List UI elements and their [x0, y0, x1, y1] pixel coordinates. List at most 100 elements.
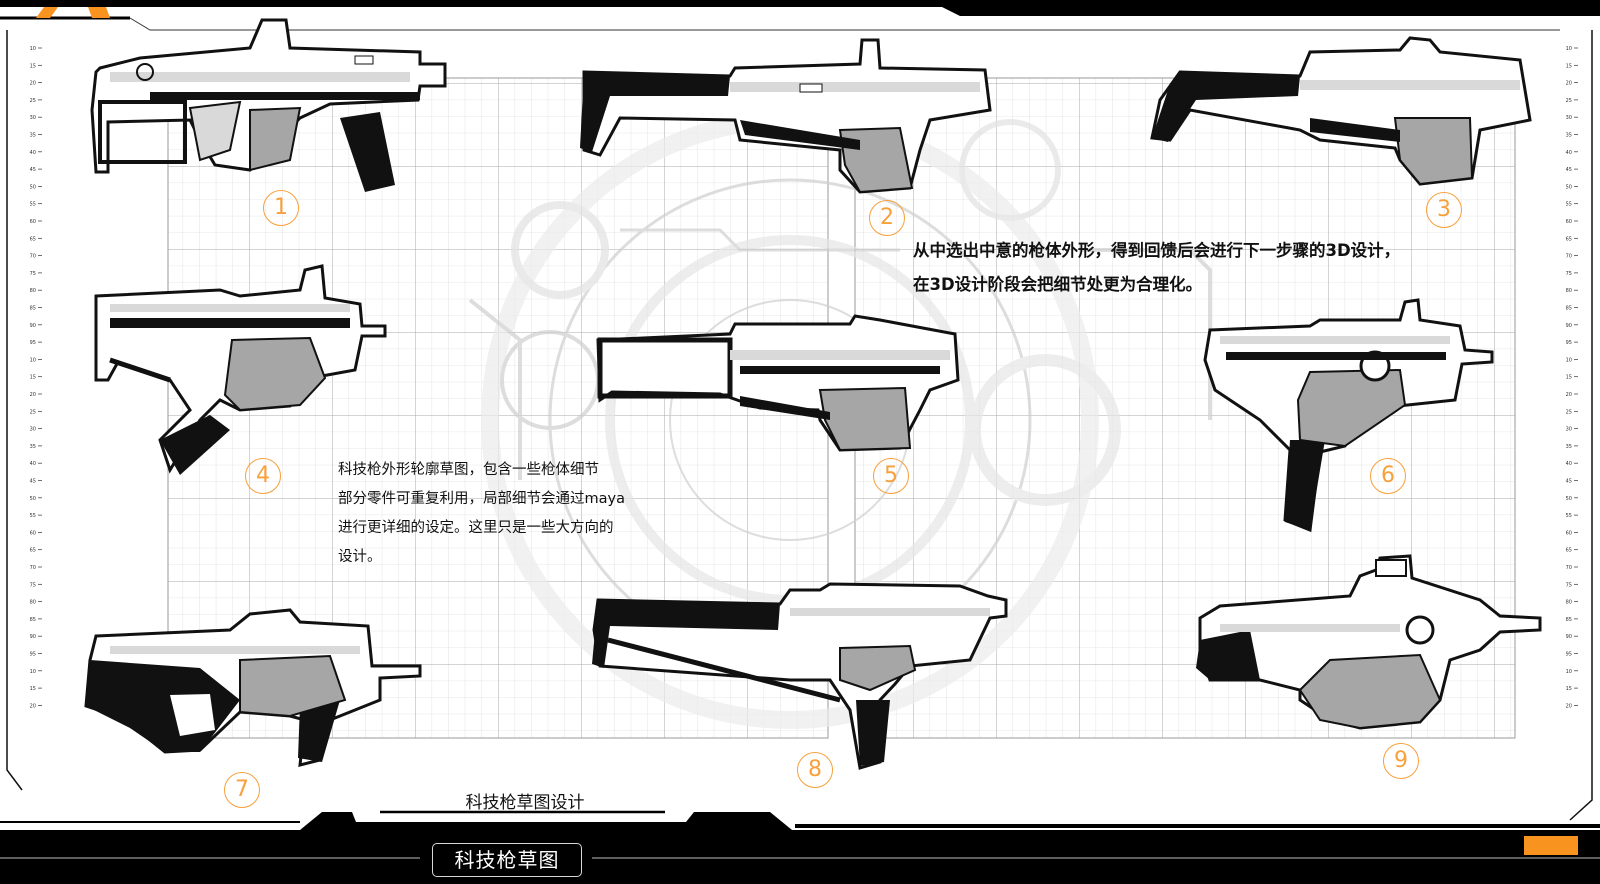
ruler-label: 10 [30, 357, 36, 363]
description-left-line: 部分零件可重复利用，局部细节会通过maya [338, 491, 625, 507]
number-marker-7: 7 [224, 772, 260, 808]
bottom-frame [0, 810, 1600, 884]
ruler-label: 30 [30, 115, 36, 121]
ruler-label: 55 [1566, 202, 1572, 208]
ruler-label: 25 [1566, 409, 1572, 415]
ruler-label: 85 [30, 306, 36, 312]
ruler-label: 65 [1566, 236, 1572, 242]
ruler-label: 10 [30, 46, 36, 52]
ruler-label: 60 [1566, 219, 1572, 225]
ruler-label: 40 [1566, 461, 1572, 467]
number-marker-9: 9 [1383, 743, 1419, 779]
ruler-label: 55 [30, 202, 36, 208]
ruler-label: 30 [1566, 427, 1572, 433]
number-marker-2: 2 [869, 200, 905, 236]
gun-sketch-3 [1150, 36, 1532, 186]
ruler-label: 50 [1566, 496, 1572, 502]
ruler-label: 15 [30, 375, 36, 381]
description-right: 从中选出中意的枪体外形，得到回馈后会进行下一步骤的3D设计， 在3D设计阶段会把… [913, 234, 1553, 302]
ruler-label: 75 [30, 271, 36, 277]
ruler-label: 90 [1566, 323, 1572, 329]
ruler-left: 1015202530354045505560657075808590951015… [30, 46, 42, 709]
ruler-label: 20 [30, 81, 36, 87]
ruler-label: 10 [1566, 46, 1572, 52]
ruler-label: 70 [30, 565, 36, 571]
description-right-line: 从中选出中意的枪体外形，得到回馈后会进行下一步骤的3D设计， [913, 241, 1401, 260]
gun-sketch-2 [580, 38, 992, 194]
ruler-label: 45 [30, 167, 36, 173]
ruler-label: 95 [1566, 652, 1572, 658]
ruler-label: 60 [1566, 530, 1572, 536]
ruler-label: 35 [30, 444, 36, 450]
ruler-label: 15 [1566, 686, 1572, 692]
ruler-label: 65 [30, 236, 36, 242]
ruler-label: 75 [1566, 582, 1572, 588]
ruler-label: 25 [1566, 98, 1572, 104]
ruler-label: 95 [1566, 340, 1572, 346]
ruler-label: 20 [1566, 392, 1572, 398]
ruler-label: 45 [1566, 479, 1572, 485]
ruler-label: 40 [30, 461, 36, 467]
ruler-label: 80 [1566, 288, 1572, 294]
ruler-label: 65 [1566, 548, 1572, 554]
ruler-label: 25 [30, 409, 36, 415]
ruler-label: 60 [30, 530, 36, 536]
left-border [6, 30, 23, 791]
ruler-label: 55 [1566, 513, 1572, 519]
ruler-label: 55 [30, 513, 36, 519]
ruler-label: 45 [1566, 167, 1572, 173]
ruler-label: 35 [1566, 444, 1572, 450]
description-right-line: 在3D设计阶段会把细节处更为合理化。 [913, 275, 1203, 294]
ruler-label: 45 [30, 479, 36, 485]
ruler-label: 40 [1566, 150, 1572, 156]
ruler-label: 90 [30, 634, 36, 640]
ruler-label: 10 [1566, 669, 1572, 675]
ruler-label: 20 [1566, 703, 1572, 709]
ruler-label: 60 [30, 219, 36, 225]
number-marker-1: 1 [263, 190, 299, 226]
ruler-label: 85 [1566, 306, 1572, 312]
gun-sketch-1 [90, 18, 447, 192]
ruler-label: 90 [1566, 634, 1572, 640]
top-frame [0, 0, 1600, 31]
description-left: 科技枪外形轮廓草图，包含一些枪体细节 部分零件可重复利用，局部细节会通过maya… [338, 456, 668, 572]
ruler-label: 70 [1566, 254, 1572, 260]
ruler-label: 70 [1566, 565, 1572, 571]
gun-sketch-5 [596, 314, 960, 452]
ruler-label: 15 [1566, 375, 1572, 381]
ruler-label: 95 [30, 340, 36, 346]
number-marker-8: 8 [797, 752, 833, 788]
footer-title: 科技枪草图 [432, 843, 582, 877]
ruler-label: 90 [30, 323, 36, 329]
gun-sketch-9 [1196, 554, 1542, 730]
gun-sketch-6 [1203, 298, 1494, 533]
ruler-right: 10 15 20 25 30 35 40 45 50 55 60 65 70 75 80 85 90 95 10 15… [1566, 46, 1578, 709]
ruler-label: 20 [30, 392, 36, 398]
ruler-label: 80 [30, 600, 36, 606]
ruler-label: 25 [30, 98, 36, 104]
description-left-line: 进行更详细的设定。这里只是一些大方向的 [338, 520, 614, 536]
ruler-label: 10 [1566, 357, 1572, 363]
gun-sketch-4 [94, 264, 387, 475]
ruler-label: 50 [1566, 184, 1572, 190]
orange-accent-block [1524, 836, 1578, 855]
ruler-label: 35 [30, 133, 36, 139]
ruler-label: 20 [30, 703, 36, 709]
number-marker-4: 4 [245, 458, 281, 494]
ruler-label: 85 [1566, 617, 1572, 623]
ruler-label: 30 [1566, 115, 1572, 121]
gun-sketch-8 [592, 582, 1008, 770]
ruler-label: 80 [1566, 600, 1572, 606]
ruler-label: 50 [30, 496, 36, 502]
ruler-label: 75 [30, 582, 36, 588]
ruler-label: 10 [30, 669, 36, 675]
ruler-label: 80 [30, 288, 36, 294]
ruler-label: 15 [1566, 63, 1572, 69]
ruler-label: 30 [30, 427, 36, 433]
ruler-label: 20 [1566, 81, 1572, 87]
gun-sketch-7 [84, 608, 422, 767]
ruler-label: 35 [1566, 133, 1572, 139]
ruler-label: 70 [30, 254, 36, 260]
ruler-label: 85 [30, 617, 36, 623]
right-border [1569, 30, 1593, 821]
